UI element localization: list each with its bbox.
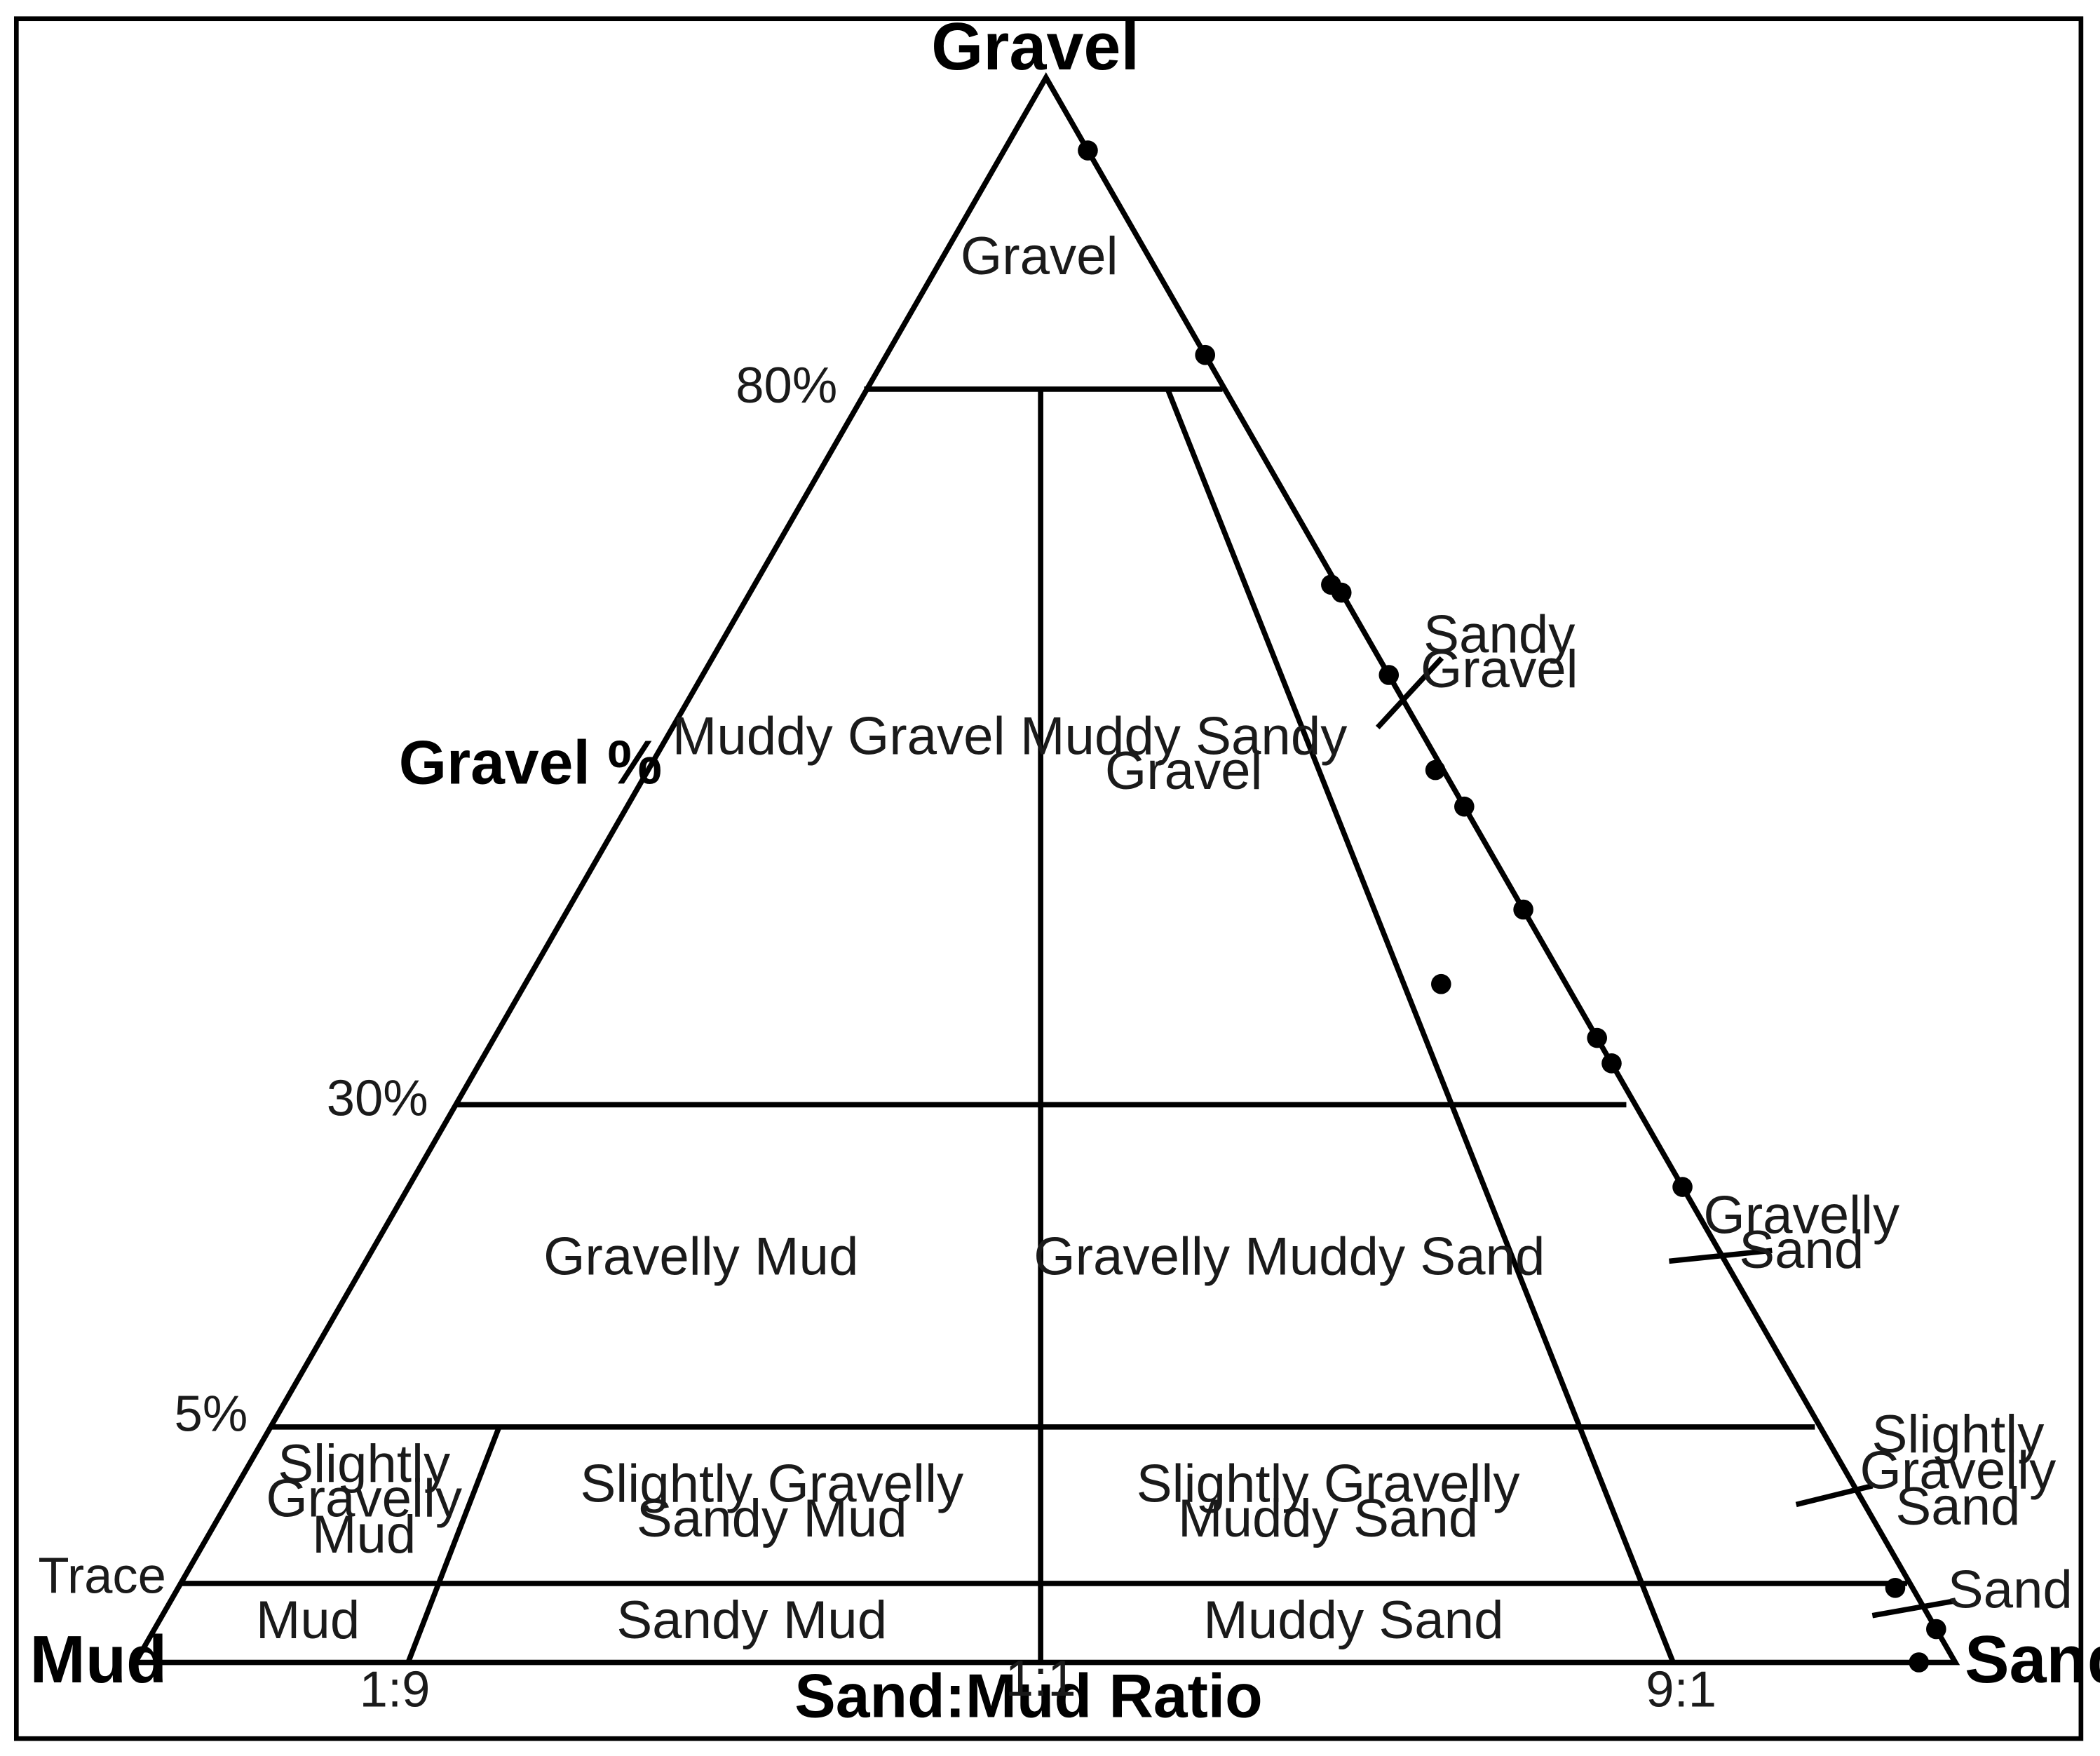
field-label-sandy-gravel-line2: Gravel xyxy=(1421,640,1578,699)
sample-point xyxy=(1513,899,1533,920)
sample-point xyxy=(1672,1177,1693,1197)
leader-slightly-gravelly-sand xyxy=(1795,1483,1874,1508)
field-label-gravelly-sand-line1: Gravelly xyxy=(1703,1185,1899,1245)
leader-sand xyxy=(1871,1598,1956,1619)
sample-point xyxy=(1331,582,1352,603)
vertex-label-gravel: Gravel xyxy=(931,10,1139,84)
field-label-slightly-gravelly-muddy-sand-line2: Muddy Sand xyxy=(1178,1489,1478,1548)
leader-gravelly-sand xyxy=(1669,1248,1773,1264)
sample-point xyxy=(1195,344,1216,365)
field-label-slightly-gravelly-sand-line1: Slightly xyxy=(1871,1405,2044,1464)
triangle-outline xyxy=(130,72,1960,1666)
tick-trace: Trace xyxy=(38,1547,166,1604)
sample-points xyxy=(1078,140,1946,1673)
sample-point xyxy=(1885,1577,1906,1598)
sample-point xyxy=(1431,973,1451,994)
field-label-slightly-gravelly-muddy-sand-line1: Slightly Gravelly xyxy=(1137,1454,1520,1514)
field-label-sandy-mud: Sandy Mud xyxy=(616,1590,887,1650)
field-label-slightly-gravelly-sandy-mud-line1: Slightly Gravelly xyxy=(580,1454,963,1514)
tick-ratio-9-1: 9:1 xyxy=(1646,1661,1716,1717)
boundary-ratio-9-1 xyxy=(1165,388,1676,1663)
boundary-ratio-1-9 xyxy=(405,1426,502,1663)
field-label-slightly-gravelly-mud-line3: Mud xyxy=(312,1505,416,1565)
field-label-slightly-gravelly-mud-line2: Gravelly xyxy=(266,1469,462,1529)
gravel-axis-title: Gravel % xyxy=(399,729,662,797)
vertex-label-mud: Mud xyxy=(29,1623,167,1697)
tick-80-percent: 80% xyxy=(736,357,837,414)
sample-point xyxy=(1454,796,1475,817)
vertex-label-sand: Sand xyxy=(1965,1623,2100,1697)
tick-ratio-1-9: 1:9 xyxy=(360,1661,431,1717)
sample-point xyxy=(1587,1027,1607,1048)
field-label-muddy-gravel: Muddy Gravel xyxy=(672,707,1005,766)
sample-point xyxy=(1378,665,1400,685)
sample-point xyxy=(1425,759,1446,781)
field-label-slightly-gravelly-sand-line2: Gravelly xyxy=(1860,1441,2057,1501)
field-label-slightly-gravelly-sandy-mud-line2: Sandy Mud xyxy=(637,1489,907,1548)
field-label-gravelly-muddy-sand: Gravelly Muddy Sand xyxy=(1034,1227,1545,1286)
field-label-sandy-gravel-line1: Sandy xyxy=(1423,605,1575,665)
field-label-muddy-sand: Muddy Sand xyxy=(1203,1590,1503,1650)
field-label-gravelly-mud: Gravelly Mud xyxy=(543,1227,858,1286)
sample-point xyxy=(1909,1652,1930,1673)
tick-5-percent: 5% xyxy=(175,1386,248,1443)
tick-ratio-1-1: 1:1 xyxy=(1005,1650,1076,1707)
field-label-gravel: Gravel xyxy=(961,227,1118,286)
leader-sandy-gravel xyxy=(1375,656,1444,730)
field-label-muddy-sandy-gravel-line2: Gravel xyxy=(1105,741,1263,801)
sample-point xyxy=(1601,1053,1622,1074)
field-label-slightly-gravelly-sand-line3: Sand xyxy=(1895,1477,2020,1536)
sample-point xyxy=(1078,140,1098,161)
tick-30-percent: 30% xyxy=(327,1070,428,1127)
field-label-slightly-gravelly-mud-line1: Slightly xyxy=(278,1434,450,1494)
field-label-mud: Mud xyxy=(256,1590,360,1650)
field-label-gravelly-sand-line2: Sand xyxy=(1739,1220,1864,1280)
field-label-muddy-sandy-gravel-line1: Muddy Sandy xyxy=(1020,707,1347,766)
sample-point xyxy=(1926,1619,1946,1640)
frame-border xyxy=(13,16,2084,1741)
ratio-axis-title: Sand:Mud Ratio xyxy=(794,1662,1263,1731)
field-label-sand: Sand xyxy=(1948,1560,2073,1619)
